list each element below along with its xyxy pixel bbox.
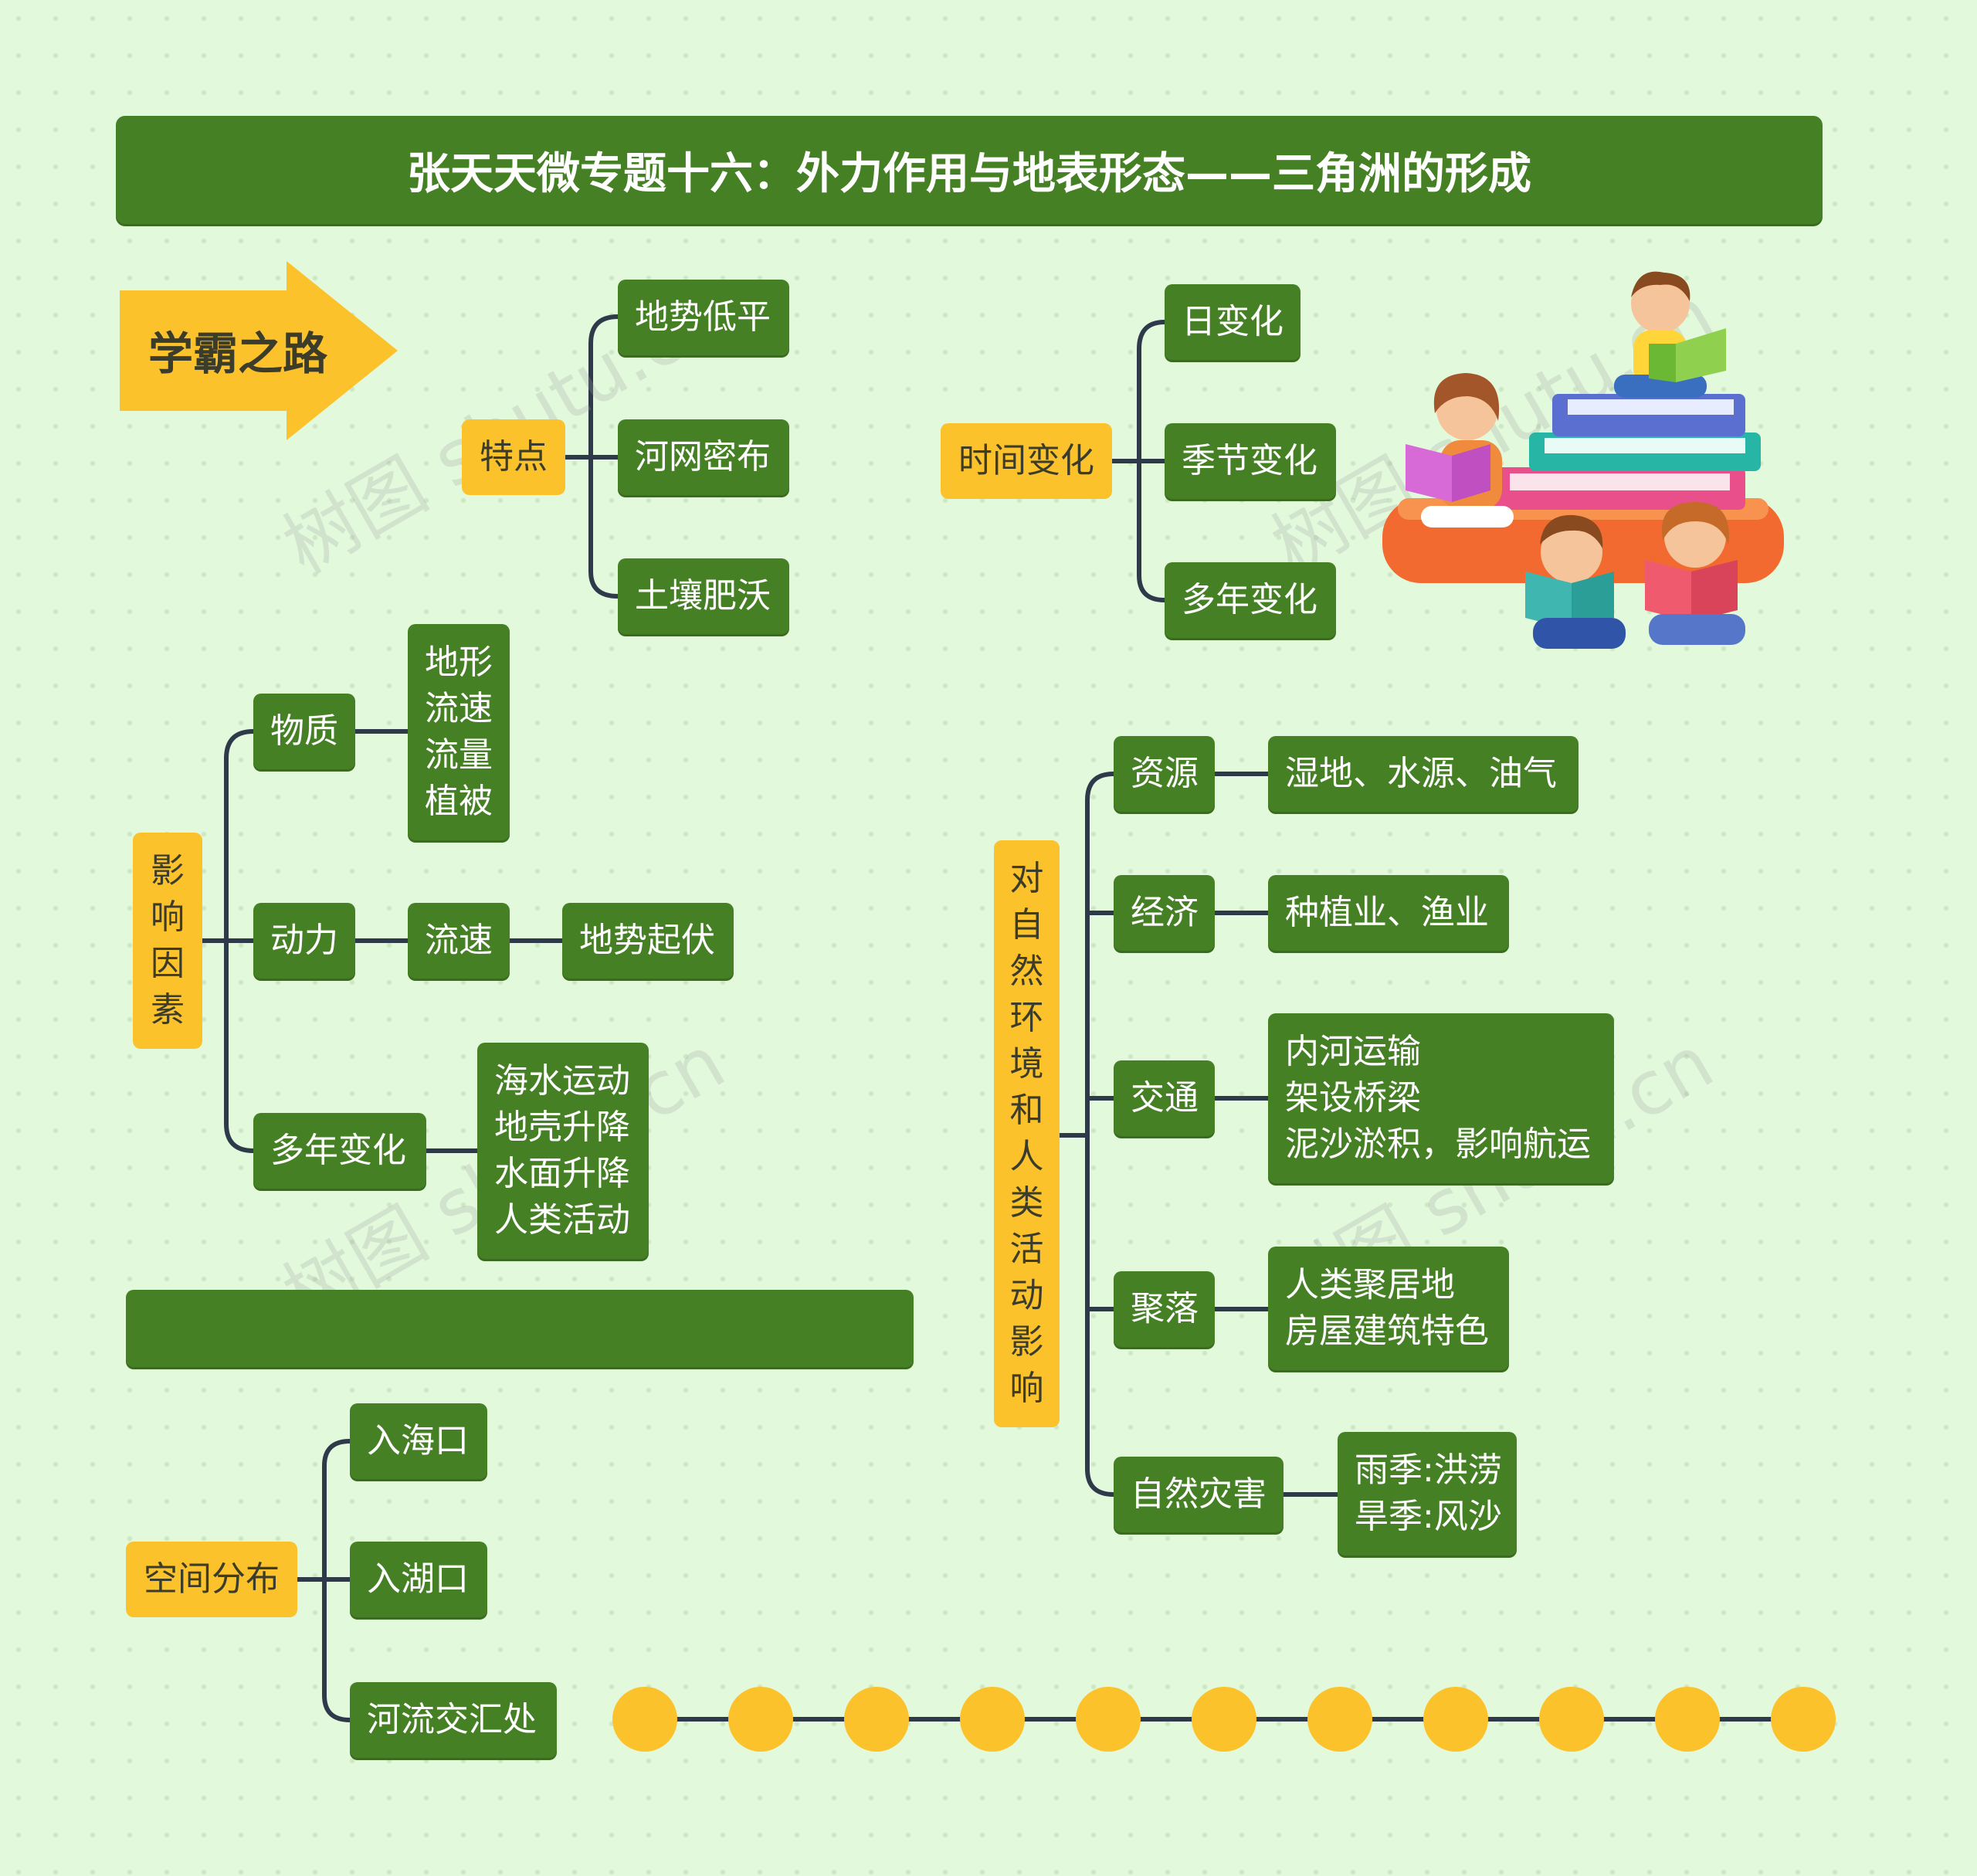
impact-char: 人 xyxy=(1009,1137,1044,1176)
factors-char: 影 xyxy=(151,851,185,891)
impact-node: 对 自 然 环 境 和 人 类 活 动 影 响 xyxy=(994,840,1060,1427)
feature-item: 河网密布 xyxy=(618,419,789,495)
impact-settlement-node: 聚落 xyxy=(1114,1271,1215,1347)
impact-char: 境 xyxy=(1009,1044,1044,1084)
impact-disaster-label: 自然灾害 xyxy=(1131,1474,1267,1514)
distribution-node: 空间分布 xyxy=(126,1542,297,1617)
detail-line: 架设桥梁 xyxy=(1285,1078,1421,1118)
factor-yearly-label: 多年变化 xyxy=(270,1131,406,1170)
factor-power-label: 动力 xyxy=(270,921,338,960)
impact-char: 然 xyxy=(1009,952,1044,991)
impact-settlement-detail: 人类聚居地 房屋建筑特色 xyxy=(1268,1247,1509,1370)
impact-resources-detail-label: 湿地、水源、油气 xyxy=(1285,754,1557,793)
time-change-node: 时间变化 xyxy=(941,423,1112,499)
impact-char: 活 xyxy=(1009,1230,1044,1269)
feature-item-label: 地势低平 xyxy=(635,297,771,337)
detail-line: 旱季:风沙 xyxy=(1355,1497,1502,1536)
impact-economy-detail-label: 种植业、渔业 xyxy=(1285,893,1489,932)
features-label: 特点 xyxy=(480,437,548,477)
distribution-item: 河流交汇处 xyxy=(350,1682,557,1758)
detail-line: 流速 xyxy=(425,689,493,728)
impact-char: 响 xyxy=(1009,1369,1044,1408)
impact-economy-label: 经济 xyxy=(1131,893,1199,932)
detail-line: 流量 xyxy=(425,735,493,775)
feature-item-label: 土壤肥沃 xyxy=(635,576,771,616)
factor-power-detail: 地势起伏 xyxy=(562,903,734,979)
detail-line: 泥沙淤积，影响航运 xyxy=(1285,1125,1591,1164)
factor-yearly-detail: 海水运动 地壳升降 水面升降 人类活动 xyxy=(477,1043,649,1259)
impact-char: 环 xyxy=(1009,998,1044,1037)
distribution-item: 入海口 xyxy=(350,1403,487,1479)
factor-power-mid-label: 流速 xyxy=(425,921,493,960)
detail-line: 海水运动 xyxy=(494,1061,630,1101)
feature-item-label: 河网密布 xyxy=(635,437,771,477)
children-reading-illustration xyxy=(1382,271,1784,649)
impact-char: 和 xyxy=(1009,1091,1044,1130)
section-bar xyxy=(126,1290,914,1367)
time-change-item-label: 日变化 xyxy=(1182,302,1284,341)
page-title: 张天天微专题十六：外力作用与地表形态——三角洲的形成 xyxy=(116,116,1823,224)
distribution-item-label: 入海口 xyxy=(367,1421,469,1460)
factor-material-label: 物质 xyxy=(270,711,338,751)
detail-line: 地形 xyxy=(425,643,493,682)
feature-item: 地势低平 xyxy=(618,280,789,355)
impact-resources-detail: 湿地、水源、油气 xyxy=(1268,736,1579,812)
arrow-badge-shape xyxy=(120,261,398,440)
distribution-item-label: 河流交汇处 xyxy=(367,1700,537,1739)
factor-power-detail-label: 地势起伏 xyxy=(579,921,715,960)
factors-char: 因 xyxy=(151,944,185,983)
factor-material-node: 物质 xyxy=(253,694,355,769)
time-change-label: 时间变化 xyxy=(958,441,1094,480)
feature-item: 土壤肥沃 xyxy=(618,558,789,634)
features-node: 特点 xyxy=(462,419,565,495)
distribution-item: 入湖口 xyxy=(350,1542,487,1617)
impact-transport-node: 交通 xyxy=(1114,1060,1215,1136)
factors-char: 素 xyxy=(151,990,185,1030)
factors-char: 响 xyxy=(151,897,185,937)
impact-economy-node: 经济 xyxy=(1114,875,1215,951)
detail-line: 水面升降 xyxy=(494,1154,630,1193)
impact-settlement-label: 聚落 xyxy=(1131,1289,1199,1328)
dot-chain-decoration xyxy=(612,1687,1836,1752)
impact-transport-detail: 内河运输 架设桥梁 泥沙淤积，影响航运 xyxy=(1268,1013,1614,1183)
detail-line: 植被 xyxy=(425,782,493,821)
impact-disaster-node: 自然灾害 xyxy=(1114,1457,1284,1532)
impact-disaster-detail: 雨季:洪涝 旱季:风沙 xyxy=(1338,1432,1517,1555)
time-change-item: 日变化 xyxy=(1165,284,1300,360)
impact-char: 对 xyxy=(1009,859,1044,898)
factor-power-mid: 流速 xyxy=(408,903,510,979)
factors-node: 影 响 因 素 xyxy=(133,833,202,1049)
distribution-item-label: 入湖口 xyxy=(367,1559,469,1599)
detail-line: 人类聚居地 xyxy=(1285,1265,1455,1304)
impact-resources-label: 资源 xyxy=(1131,754,1199,793)
detail-line: 雨季:洪涝 xyxy=(1355,1450,1502,1490)
time-change-item-label: 多年变化 xyxy=(1182,580,1317,619)
impact-char: 影 xyxy=(1009,1322,1044,1362)
detail-line: 房屋建筑特色 xyxy=(1285,1311,1489,1351)
detail-line: 内河运输 xyxy=(1285,1032,1421,1071)
factor-power-node: 动力 xyxy=(253,903,355,979)
distribution-label: 空间分布 xyxy=(144,1559,280,1599)
factor-material-detail: 地形 流速 流量 植被 xyxy=(408,624,510,840)
detail-line: 地壳升降 xyxy=(494,1108,630,1147)
time-change-item-label: 季节变化 xyxy=(1182,441,1317,480)
badge-label: 学霸之路 xyxy=(148,327,328,380)
impact-char: 类 xyxy=(1009,1183,1044,1223)
impact-economy-detail: 种植业、渔业 xyxy=(1268,875,1509,951)
factor-yearly-node: 多年变化 xyxy=(253,1113,426,1189)
impact-resources-node: 资源 xyxy=(1114,736,1215,812)
time-change-item: 多年变化 xyxy=(1165,562,1336,638)
impact-char: 自 xyxy=(1009,905,1044,945)
impact-transport-label: 交通 xyxy=(1131,1078,1199,1118)
detail-line: 人类活动 xyxy=(494,1200,630,1240)
impact-char: 动 xyxy=(1009,1276,1044,1315)
time-change-item: 季节变化 xyxy=(1165,423,1336,499)
